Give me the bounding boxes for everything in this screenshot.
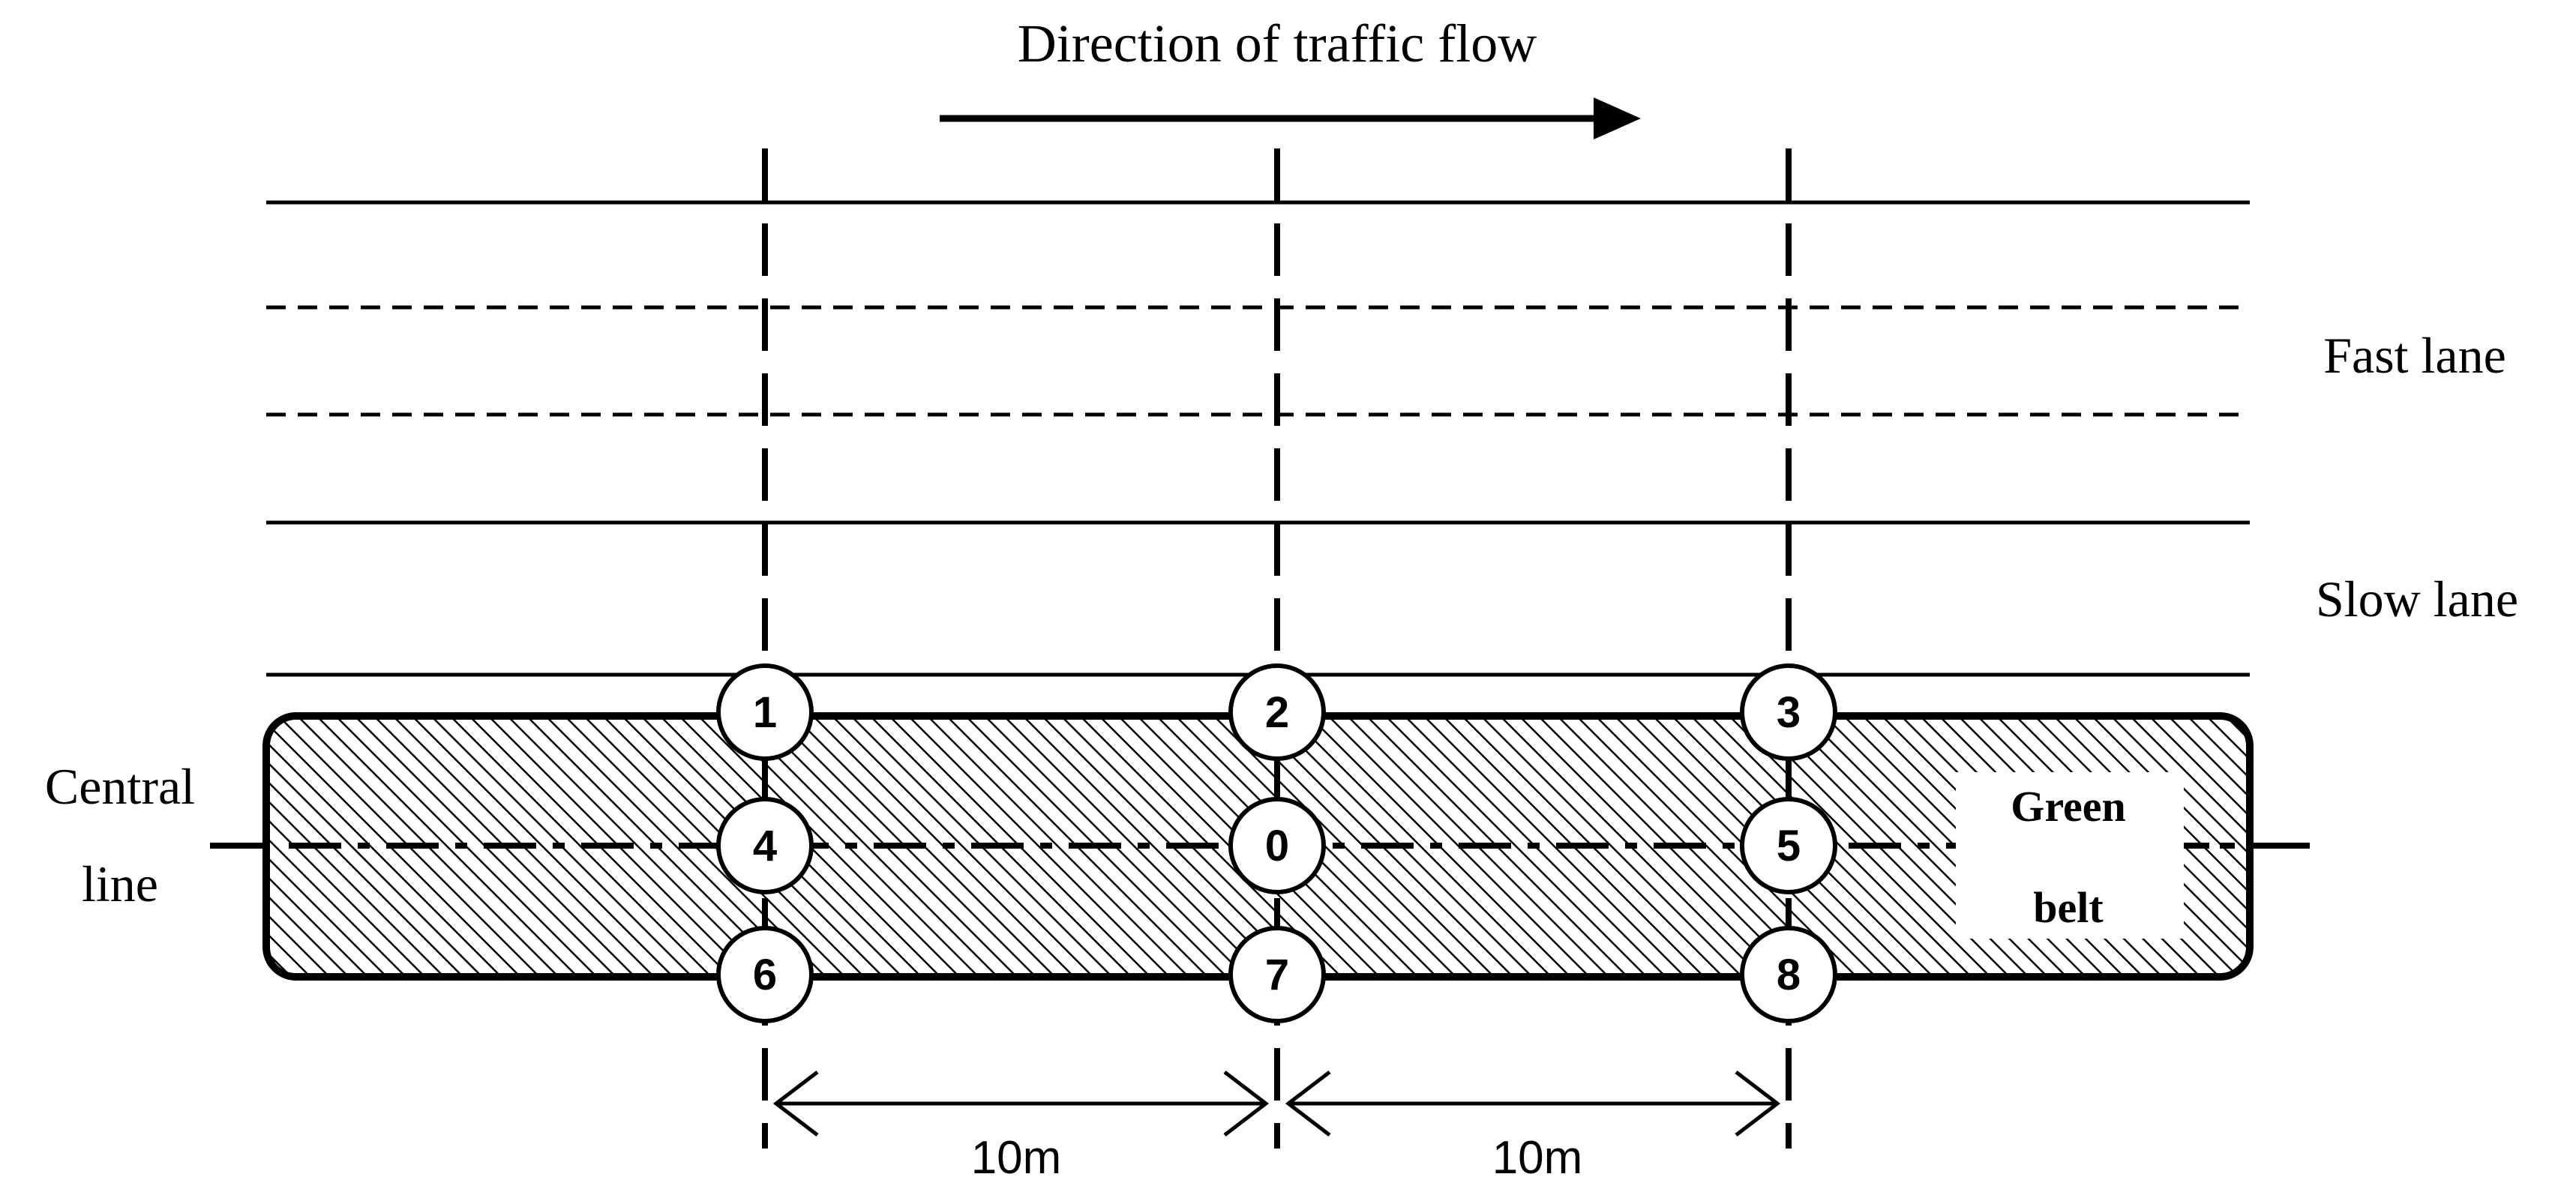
sampling-nodes: 1 2 3 4 0 5 6 7 <box>716 663 1837 1023</box>
node-label: 2 <box>1265 688 1289 737</box>
node-label: 7 <box>1265 951 1289 999</box>
node-label: 6 <box>753 951 777 999</box>
node-label: 1 <box>753 688 777 737</box>
diagram-title: Direction of traffic flow <box>1018 13 1537 73</box>
node-0: 0 <box>1228 797 1326 894</box>
dimension-label-right: 10m <box>1492 1132 1583 1184</box>
node-6: 6 <box>716 926 814 1023</box>
dimension-label-left: 10m <box>971 1132 1062 1184</box>
node-label: 5 <box>1777 822 1801 870</box>
slow-lane-label: Slow lane <box>2316 571 2518 627</box>
node-4: 4 <box>716 797 814 894</box>
node-1: 1 <box>716 663 814 761</box>
dimension-arrow-right-icon <box>1285 1071 1781 1137</box>
fast-lane-label: Fast lane <box>2323 327 2506 384</box>
green-belt-label-line1: Green <box>2011 782 2126 831</box>
green-belt-label-box <box>1956 772 2184 939</box>
node-label: 4 <box>753 822 777 870</box>
node-3: 3 <box>1740 663 1837 761</box>
node-7: 7 <box>1228 926 1326 1023</box>
dimension-arrow-left-icon <box>772 1071 1270 1137</box>
central-line-label-line2: line <box>82 855 158 912</box>
node-label: 0 <box>1265 822 1289 870</box>
traffic-direction-arrow-icon <box>940 97 1641 139</box>
node-label: 3 <box>1777 688 1801 737</box>
road-lane-lines <box>266 200 2250 677</box>
green-belt-label-line2: belt <box>2033 883 2104 932</box>
node-8: 8 <box>1740 926 1837 1023</box>
node-5: 5 <box>1740 797 1837 894</box>
node-label: 8 <box>1777 951 1801 999</box>
central-line-label-line1: Central <box>45 758 195 815</box>
node-2: 2 <box>1228 663 1326 761</box>
